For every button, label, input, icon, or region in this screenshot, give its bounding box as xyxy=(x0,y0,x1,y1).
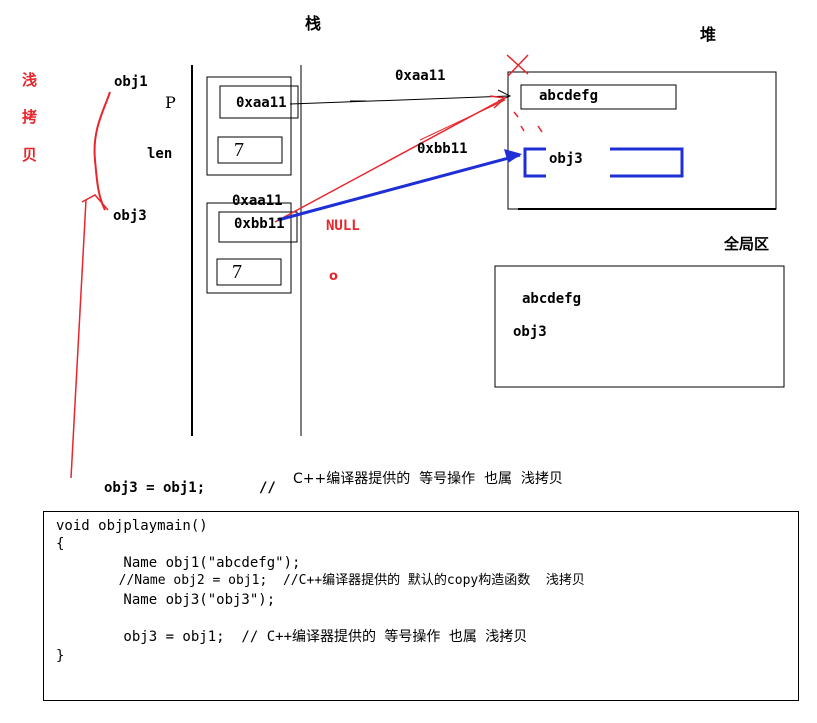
obj1-len-value: 7 xyxy=(234,139,244,161)
heap-addr-aa11: 0xaa11 xyxy=(395,68,446,84)
p-mark: P xyxy=(165,93,176,112)
assignment-arrow xyxy=(70,199,87,479)
code-line-7: obj3 = obj1; // C++编译器提供的 等号操作 也属 浅拷贝 xyxy=(56,629,528,645)
heap-dash-1 xyxy=(513,111,519,118)
heap-addr-bb11: 0xbb11 xyxy=(417,141,468,157)
red-guide-line xyxy=(419,99,506,141)
heap-cross-b xyxy=(507,54,529,77)
code-line-4: //Name obj2 = obj1; //C++编译器提供的 默认的copy构… xyxy=(56,573,585,588)
global-label: 全局区 xyxy=(724,235,770,253)
obj1-label: obj1 xyxy=(114,74,148,90)
global-string-2: obj3 xyxy=(513,324,547,340)
shallow-copy-bracket-tip xyxy=(81,194,109,211)
heap-obj3-value: obj3 xyxy=(549,151,583,167)
heap-dash-2 xyxy=(520,125,525,132)
obj1-frame xyxy=(206,76,292,176)
global-region xyxy=(494,265,785,388)
heap-string-value: abcdefg xyxy=(539,88,599,104)
assign-comment-slash: // xyxy=(259,480,276,496)
heap-string-cell xyxy=(520,84,677,110)
heap-obj3-cell-gap xyxy=(546,144,610,181)
obj3-old-pointer-arrowhead xyxy=(504,149,522,163)
obj3-ptr-cell xyxy=(218,211,298,243)
code-line-8: } xyxy=(56,648,65,664)
obj1-pointer-arrow xyxy=(289,95,511,105)
obj3-label: obj3 xyxy=(113,208,147,224)
obj3-ptr-overwritten: 0xaa11 xyxy=(232,193,283,209)
null-label: NULL xyxy=(326,218,360,234)
null-circle: o xyxy=(329,269,338,284)
obj3-ptr-value: 0xbb11 xyxy=(234,216,285,232)
shallow-copy-char-1: 浅 xyxy=(22,71,38,89)
obj1-len-cell xyxy=(217,136,283,164)
len-label: len xyxy=(147,146,173,162)
heap-cross-a xyxy=(506,54,529,75)
obj3-new-pointer-arrowhead xyxy=(489,95,507,109)
global-string-1: abcdefg xyxy=(522,291,582,307)
shallow-copy-char-3: 贝 xyxy=(22,146,38,164)
obj1-ptr-cell xyxy=(219,85,299,119)
obj3-len-value: 7 xyxy=(232,261,242,283)
heap-label: 堆 xyxy=(700,25,717,44)
shallow-copy-char-2: 拷 xyxy=(22,108,38,126)
code-line-5: Name obj3("obj3"); xyxy=(56,592,276,608)
code-line-1: void objplaymain() xyxy=(56,518,208,534)
obj1-ptr-value: 0xaa11 xyxy=(236,95,287,111)
stack-label: 栈 xyxy=(305,14,322,33)
code-listing: void objplaymain() { Name obj1("abcdefg"… xyxy=(43,511,799,701)
obj3-old-pointer-arrow xyxy=(277,153,521,222)
obj3-new-pointer-arrow xyxy=(274,97,506,223)
shallow-copy-bracket xyxy=(93,91,111,211)
code-line-2: { xyxy=(56,536,65,552)
obj3-len-cell xyxy=(216,258,282,286)
heap-dash-3 xyxy=(537,125,543,133)
code-line-3: Name obj1("abcdefg"); xyxy=(56,555,301,571)
assign-statement: obj3 = obj1; xyxy=(104,480,206,496)
obj3-frame xyxy=(206,202,292,294)
assign-comment: C++编译器提供的 等号操作 也属 浅拷贝 xyxy=(293,471,563,487)
